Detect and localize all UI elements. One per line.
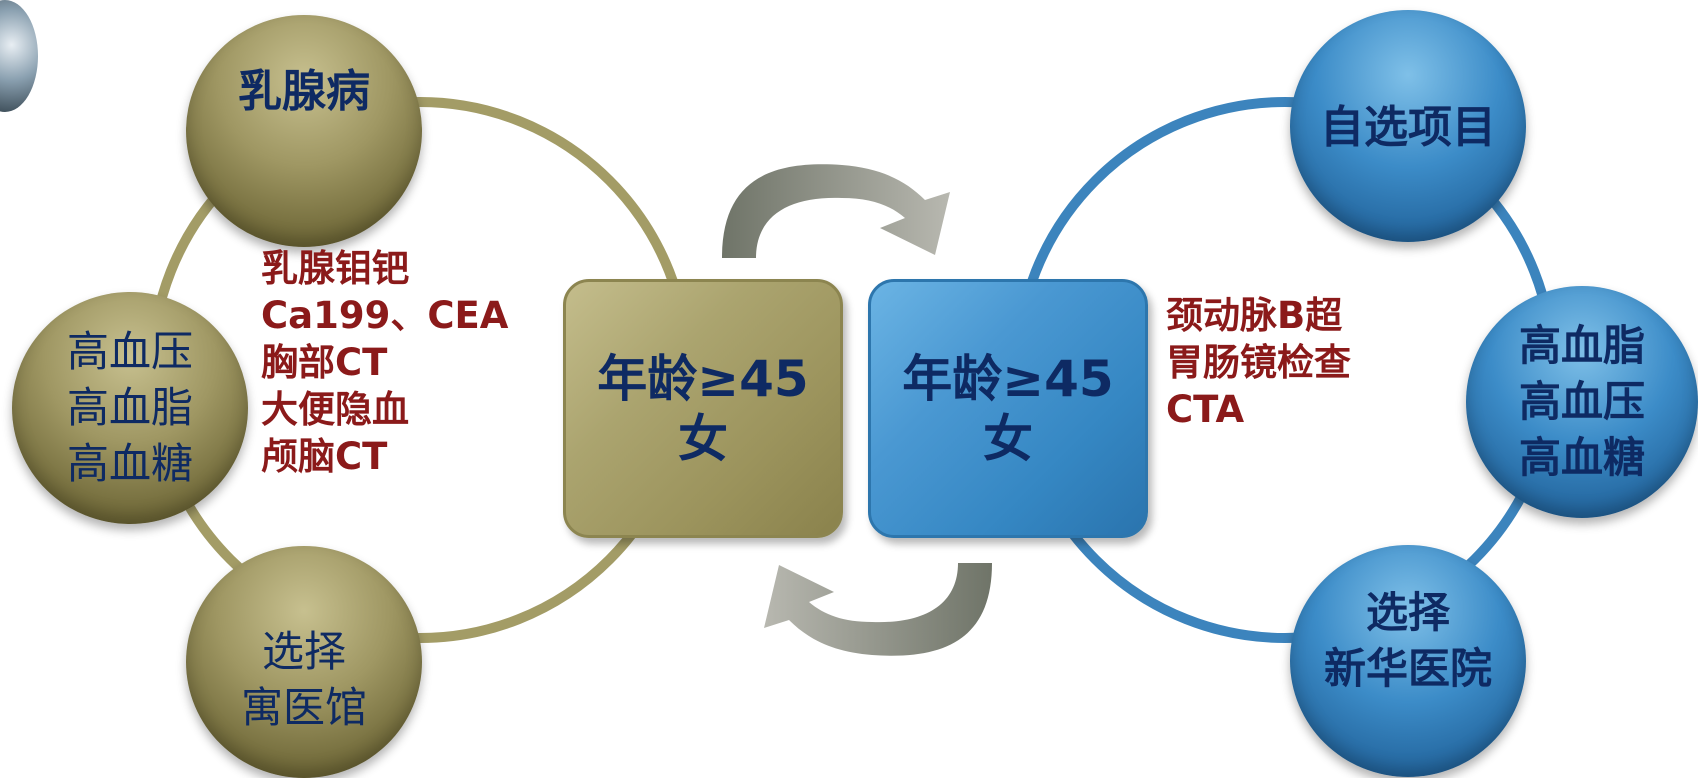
left-top-ball-label: 乳腺病 <box>238 66 370 117</box>
left-box-age: 年龄≥45 <box>597 349 809 408</box>
left-middle-ball-line: 高血脂 <box>66 383 193 432</box>
list-item: 颈动脉B超 <box>1166 294 1343 337</box>
list-item: Ca199、CEA <box>261 294 509 337</box>
left-items-list: 乳腺钼钯 Ca199、CEA 胸部CT 大便隐血 颅脑CT <box>261 245 508 480</box>
right-center-box: 年龄≥45 女 <box>868 279 1148 538</box>
list-item: 胃肠镜检查 <box>1166 341 1351 384</box>
left-middle-ball-line: 高血压 <box>66 327 193 376</box>
right-top-ball-label: 自选项目 <box>1320 102 1496 153</box>
list-item: 颅脑CT <box>261 435 388 478</box>
right-bottom-ball-line: 选择 <box>1365 588 1450 637</box>
left-box-gender: 女 <box>678 409 728 468</box>
right-middle-ball-line: 高血糖 <box>1518 433 1645 482</box>
right-middle-ball-line: 高血压 <box>1518 377 1645 426</box>
left-top-ball: 乳腺病 <box>186 15 422 247</box>
right-box-age: 年龄≥45 <box>902 349 1114 408</box>
right-top-ball: 自选项目 <box>1290 10 1526 242</box>
right-items-list: 颈动脉B超 胃肠镜检查 CTA <box>1166 292 1351 433</box>
left-bottom-ball: 选择 寓医馆 <box>186 546 422 778</box>
list-item: 乳腺钼钯 <box>261 247 409 290</box>
list-item: 大便隐血 <box>261 388 409 431</box>
left-bottom-ball-line: 选择 <box>261 627 346 676</box>
right-box-gender: 女 <box>983 409 1033 468</box>
right-bottom-ball: 选择 新华医院 <box>1290 545 1526 777</box>
curved-arrow-left-icon <box>764 563 992 656</box>
left-middle-ball: 高血压 高血脂 高血糖 <box>12 292 248 524</box>
right-middle-ball-line: 高血脂 <box>1518 321 1645 370</box>
left-bottom-ball-line: 寓医馆 <box>240 683 367 732</box>
list-item: 胸部CT <box>261 341 388 384</box>
left-middle-ball-line: 高血糖 <box>66 439 193 488</box>
right-bottom-ball-line: 新华医院 <box>1323 644 1492 693</box>
right-middle-ball: 高血脂 高血压 高血糖 <box>1466 286 1698 518</box>
left-center-box: 年龄≥45 女 <box>563 279 843 538</box>
curved-arrow-right-icon <box>722 164 950 258</box>
list-item: CTA <box>1166 388 1245 431</box>
